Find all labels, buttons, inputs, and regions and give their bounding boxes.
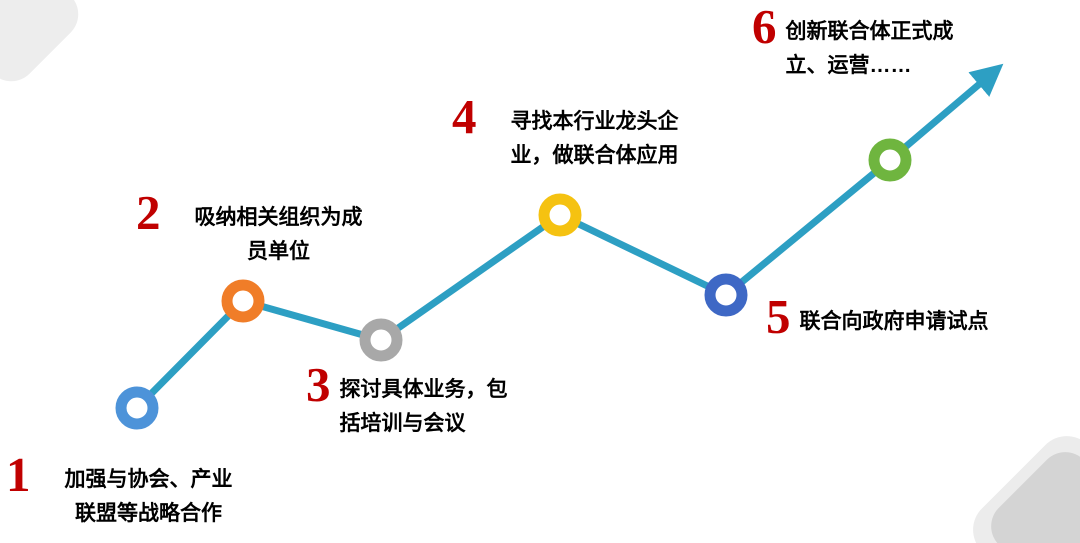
step-2: 2 吸纳相关组织为成 员单位 <box>136 188 388 268</box>
step-5-number: 5 <box>766 289 791 344</box>
step-3-label: 探讨具体业务，包 括培训与会议 <box>339 378 508 435</box>
step-6: 6 创新联合体正式成 立、运营…… <box>752 2 1004 82</box>
step-4: 4 寻找本行业龙头企 业，做联合体应用 <box>452 92 704 172</box>
step-5-label: 联合向政府申请试点 <box>799 310 989 333</box>
milestone-node-2 <box>221 279 265 323</box>
step-1-label: 加强与协会、产业 联盟等战略合作 <box>64 468 233 525</box>
step-6-number: 6 <box>752 0 777 54</box>
step-2-number: 2 <box>136 185 161 240</box>
step-2-label: 吸纳相关组织为成 员单位 <box>194 206 363 263</box>
step-3-number: 3 <box>306 357 331 412</box>
milestone-node-6 <box>868 138 912 182</box>
step-1: 1 加强与协会、产业 联盟等战略合作 <box>6 450 258 530</box>
milestone-node-3 <box>359 318 403 362</box>
step-1-number: 1 <box>6 447 31 502</box>
step-6-label: 创新联合体正式成 立、运营…… <box>785 20 954 77</box>
milestone-node-1 <box>115 386 159 430</box>
milestone-node-5 <box>704 273 748 317</box>
step-4-label: 寻找本行业龙头企 业，做联合体应用 <box>510 110 679 167</box>
milestone-node-4 <box>538 193 582 237</box>
step-4-number: 4 <box>452 89 477 144</box>
step-3: 3 探讨具体业务，包 括培训与会议 <box>306 360 558 440</box>
step-5: 5 联合向政府申请试点 <box>766 292 989 341</box>
